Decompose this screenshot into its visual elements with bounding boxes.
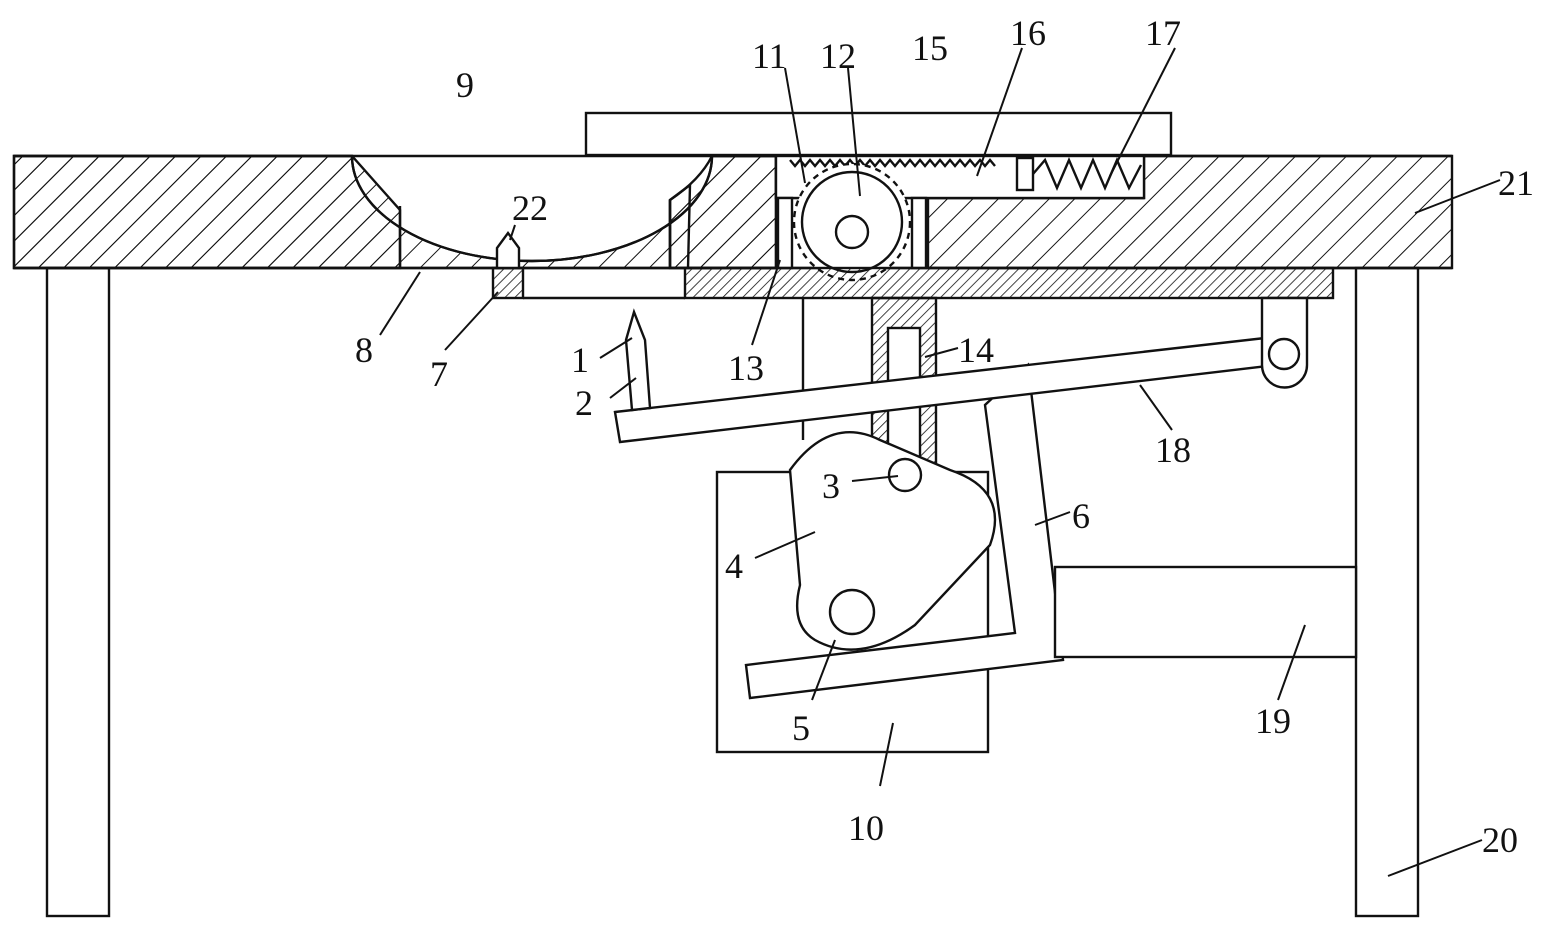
label-8: 8 (355, 330, 373, 370)
label-18: 18 (1155, 430, 1191, 470)
l-bracket (744, 362, 1065, 700)
bottom-plate (683, 266, 1335, 300)
label-15: 15 (912, 28, 948, 68)
label-12: 12 (820, 36, 856, 76)
label-9: 9 (456, 65, 474, 105)
cam-pivot (828, 588, 876, 636)
label-14: 14 (958, 330, 994, 370)
table-legs (45, 266, 1420, 918)
label-2: 2 (575, 383, 593, 423)
horizontal-bar (1053, 565, 1358, 659)
label-4: 4 (725, 546, 743, 586)
label-5: 5 (792, 708, 810, 748)
label-17: 17 (1145, 13, 1181, 53)
leader-lines (379, 47, 1501, 877)
part-labels: 1 2 3 4 5 6 7 8 9 10 11 12 13 14 15 16 1… (355, 13, 1534, 860)
label-20: 20 (1482, 820, 1518, 860)
label-21: 21 (1498, 163, 1534, 203)
label-7: 7 (430, 354, 448, 394)
label-3: 3 (822, 466, 840, 506)
label-19: 19 (1255, 701, 1291, 741)
label-1: 1 (571, 340, 589, 380)
label-10: 10 (848, 808, 884, 848)
label-11: 11 (752, 36, 787, 76)
label-6: 6 (1072, 496, 1090, 536)
needle (495, 230, 521, 270)
spring (1032, 156, 1143, 192)
pen-holder (624, 308, 652, 412)
label-13: 13 (728, 348, 764, 388)
lever (613, 296, 1309, 444)
label-16: 16 (1010, 13, 1046, 53)
table-top (12, 154, 1454, 270)
pin-3 (887, 457, 923, 493)
label-22: 22 (512, 188, 548, 228)
top-plate (584, 111, 1173, 157)
